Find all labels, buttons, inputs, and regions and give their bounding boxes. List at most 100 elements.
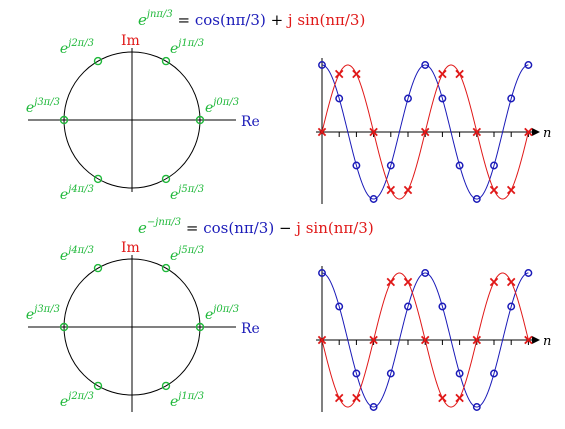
bottom-re-label: Re	[241, 321, 260, 337]
bottom-eq-lhs-exp: −jnπ/3	[147, 217, 181, 228]
top-re-label: Re	[241, 114, 260, 130]
bottom-circle-point	[161, 263, 171, 273]
bottom-n-axis-arrow	[532, 336, 540, 344]
top-eq-cos-term: cos(nπ/3)	[195, 11, 266, 29]
top-signal-plot	[317, 61, 533, 203]
bottom-equation: e−jnπ/3 = cos(nπ/3) − j sin(nπ/3)	[138, 217, 374, 237]
top-circle-point	[161, 174, 171, 184]
top-eq-lhs-exp: jnπ/3	[145, 9, 173, 20]
bottom-sin-sample	[386, 277, 396, 287]
bottom-point-label: ej2π/3	[60, 391, 94, 410]
top-cos-sample	[369, 195, 378, 203]
top-point-label: ej1π/3	[170, 38, 204, 57]
top-sin-sample	[524, 127, 533, 137]
bottom-point-label: ej1π/3	[170, 391, 204, 410]
bottom-circle-point	[161, 381, 171, 391]
bottom-sin-sample	[489, 277, 499, 287]
bottom-sin-sample	[455, 393, 464, 403]
top-sin-sample	[455, 69, 464, 79]
bottom-cos-sample	[369, 403, 378, 411]
top-point-label: ej0π/3	[205, 97, 239, 116]
bottom-cos-sample	[318, 269, 326, 277]
bottom-eq-op: −	[274, 219, 296, 237]
top-sin-sample	[489, 185, 499, 195]
top-n-axis-arrow	[532, 128, 540, 136]
bottom-sin-sample	[403, 277, 413, 287]
bottom-sin-sample	[506, 277, 516, 287]
bottom-cos-sample	[438, 302, 447, 311]
top-eq-sin-term: j sin(nπ/3)	[286, 11, 365, 29]
top-sin-sample	[506, 185, 516, 195]
bottom-cos-sample	[507, 302, 516, 311]
top-point-label: ej2π/3	[60, 38, 94, 57]
bottom-eq-sin-term: j sin(nπ/3)	[294, 219, 373, 237]
top-eq-op: +	[266, 11, 288, 29]
top-cos-sample	[472, 195, 481, 203]
bottom-sin-sample	[438, 393, 447, 403]
top-sin-sample	[403, 185, 413, 195]
top-circle-point	[59, 115, 69, 125]
top-cos-curve	[321, 64, 529, 200]
top-sin-sample	[420, 127, 430, 137]
top-circle-points: ej0π/3 ej1π/3 ej2π/3 ej3π/3 ej4π/3 ej5π/3	[26, 38, 239, 203]
top-cos-sample	[421, 61, 430, 69]
top-sin-sample	[472, 127, 482, 137]
bottom-sin-sample	[420, 335, 430, 345]
top-sin-sample	[369, 127, 378, 137]
bottom-point-label: ej4π/3	[60, 245, 94, 264]
top-circle-point	[93, 174, 103, 184]
bottom-eq-cos-term: cos(nπ/3)	[203, 219, 274, 237]
top-equation: ejnπ/3 = cos(nπ/3) + j sin(nπ/3)	[138, 9, 365, 29]
bottom-cos-sample	[472, 403, 481, 411]
top-circle-point	[161, 56, 171, 66]
bottom-circle-points: ej0π/3 ej5π/3 ej4π/3 ej3π/3 ej2π/3 ej1π/3	[26, 245, 239, 410]
top-cos-sample	[335, 94, 344, 103]
bottom-circle-point	[93, 381, 103, 391]
top-cos-sample	[404, 94, 412, 103]
top-sin-sample	[317, 127, 327, 137]
bottom-circle-point	[59, 322, 69, 332]
top-point-label: ej5π/3	[170, 184, 204, 203]
top-cos-sample	[318, 61, 326, 69]
top-unit-circle	[63, 51, 201, 189]
bottom-circle-point	[93, 263, 103, 273]
bottom-point-label: ej0π/3	[205, 304, 239, 323]
bottom-cos-sample	[335, 302, 344, 311]
bottom-sin-sample	[334, 393, 344, 403]
top-n-label: n	[543, 126, 551, 141]
bottom-unit-circle	[63, 258, 201, 396]
top-cos-sample	[524, 61, 533, 69]
bottom-cos-sample	[455, 369, 464, 378]
bottom-point-label: ej5π/3	[170, 245, 204, 264]
bottom-cos-sample	[490, 369, 498, 378]
bottom-cos-sample	[524, 269, 533, 277]
bottom-panel: e−jnπ/3 = cos(nπ/3) − j sin(nπ/3) Im Re …	[26, 217, 551, 412]
bottom-sin-sample	[352, 393, 361, 403]
top-circle-point	[93, 56, 103, 66]
top-eq-lhs-base: e	[138, 11, 147, 29]
top-eq-equals: =	[173, 11, 195, 29]
top-sin-sample	[334, 69, 344, 79]
bottom-im-label: Im	[121, 240, 140, 256]
top-sin-sample	[438, 69, 447, 79]
top-cos-sample	[352, 161, 361, 170]
top-cos-sample	[490, 161, 498, 170]
top-point-label: ej3π/3	[26, 97, 60, 116]
top-cos-sample	[455, 161, 464, 170]
bottom-circle-point	[195, 322, 205, 332]
top-cos-sample	[386, 161, 395, 170]
top-panel: ejnπ/3 = cos(nπ/3) + j sin(nπ/3) Im Re e…	[26, 9, 551, 204]
bottom-cos-sample	[352, 369, 361, 378]
bottom-n-label: n	[543, 334, 551, 349]
bottom-eq-equals: =	[181, 219, 203, 237]
bottom-sin-sample	[524, 335, 533, 345]
top-cos-sample	[438, 94, 447, 103]
top-point-label: ej4π/3	[60, 184, 94, 203]
bottom-point-label: ej3π/3	[26, 304, 60, 323]
top-circle-point	[195, 115, 205, 125]
bottom-sin-sample	[317, 335, 327, 345]
bottom-signal-plot	[317, 269, 533, 411]
bottom-sin-sample	[472, 335, 482, 345]
top-sin-sample	[352, 69, 361, 79]
